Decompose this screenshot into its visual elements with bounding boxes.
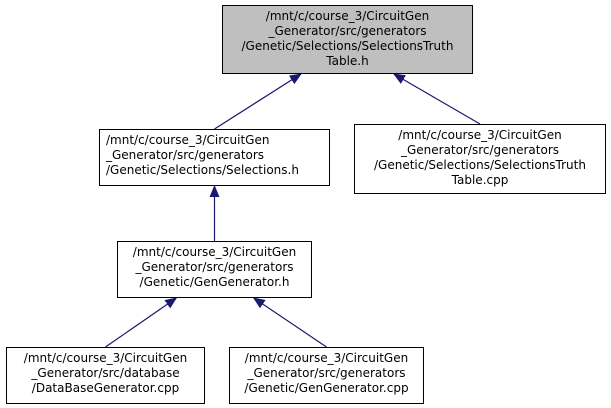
node-label-line: _Generator/src/database	[31, 366, 180, 380]
node-gen-generator-cpp[interactable]: /mnt/c/course_3/CircuitGen _Generator/sr…	[229, 347, 424, 404]
node-label-line: /Genetic/GenGenerator.cpp	[244, 381, 409, 395]
node-label-line: /mnt/c/course_3/CircuitGen	[265, 9, 430, 23]
node-label-line: /Genetic/Selections/SelectionsTruth	[241, 39, 454, 53]
node-label-line: /mnt/c/course_3/CircuitGen	[23, 351, 188, 365]
node-database-generator-cpp[interactable]: /mnt/c/course_3/CircuitGen _Generator/sr…	[6, 347, 205, 404]
edge-selections_truth_table_cpp-to-selections_truth_table_h	[393, 73, 481, 125]
node-label-line: _Generator/src/generators	[135, 260, 294, 274]
node-gen-generator-h[interactable]: /mnt/c/course_3/CircuitGen _Generator/sr…	[117, 241, 312, 298]
node-label-line: _Generator/src/generators	[247, 366, 406, 380]
node-label-line: _Generator/src/generators	[400, 143, 560, 157]
node-label-line: /mnt/c/course_3/CircuitGen	[132, 245, 297, 259]
node-selections-h[interactable]: /mnt/c/course_3/CircuitGen _Generator/sr…	[99, 129, 330, 186]
node-label-line: _Generator/src/generators	[268, 24, 427, 38]
node-label-line: /mnt/c/course_3/CircuitGen	[106, 133, 270, 147]
node-label-line: /DataBaseGenerator.cpp	[31, 381, 180, 395]
edge-database_generator_cpp-to-gen_generator_h	[105, 297, 178, 348]
node-selections-truth-table-h: /mnt/c/course_3/CircuitGen _Generator/sr…	[222, 5, 473, 74]
node-label-line: /Genetic/GenGenerator.h	[139, 275, 290, 289]
node-label-line: _Generator/src/generators	[106, 148, 265, 162]
node-label-line: Table.cpp	[451, 173, 509, 187]
edge-selections_h-to-selections_truth_table_h	[214, 73, 302, 130]
node-label-line: Table.h	[326, 54, 369, 68]
node-label-line: /mnt/c/course_3/CircuitGen	[398, 128, 562, 142]
node-selections-truth-table-cpp[interactable]: /mnt/c/course_3/CircuitGen _Generator/sr…	[354, 124, 606, 194]
node-label-line: /mnt/c/course_3/CircuitGen	[244, 351, 409, 365]
edge-gen_generator_cpp-to-gen_generator_h	[252, 297, 327, 348]
node-label-line: /Genetic/Selections/Selections.h	[106, 163, 299, 177]
node-label-line: /Genetic/Selections/SelectionsTruth	[374, 158, 586, 172]
